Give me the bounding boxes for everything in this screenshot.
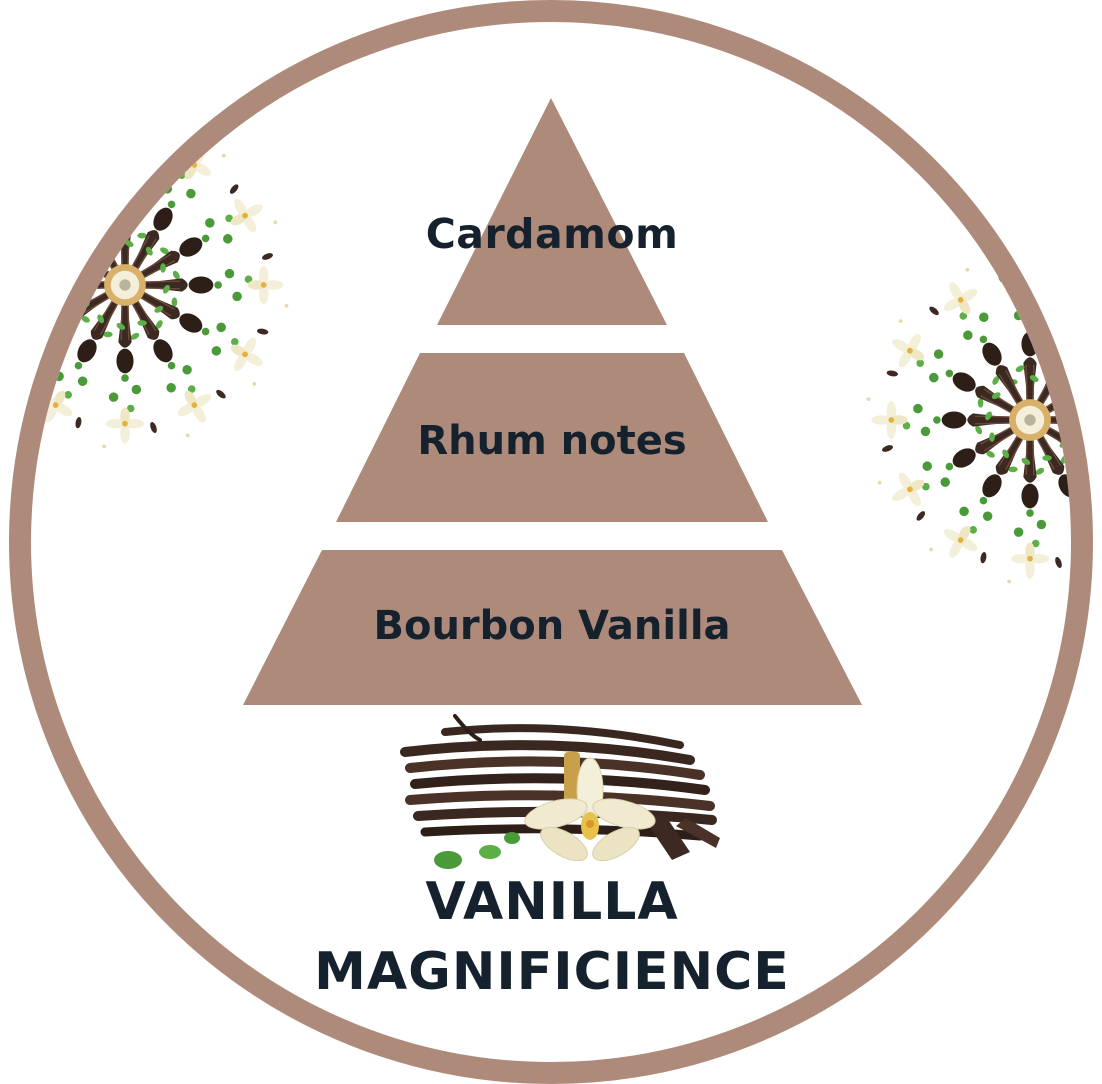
outer-ring <box>9 0 1093 1084</box>
pyramid-base-tier <box>243 550 862 705</box>
top-note-label: Cardamom <box>425 210 679 258</box>
vanilla-pods-bundle-icon <box>400 714 720 869</box>
vanilla-flower-icon <box>524 757 656 862</box>
base-note-label: Bourbon Vanilla <box>373 603 731 649</box>
product-name-line-2: MAGNIFICIENCE <box>314 942 790 1002</box>
heart-note-label: Rhum notes <box>417 418 687 464</box>
pyramid-top-tier <box>437 98 667 325</box>
product-name-line-1: VANILLA <box>425 872 679 932</box>
pyramid-middle-tier <box>336 353 768 522</box>
